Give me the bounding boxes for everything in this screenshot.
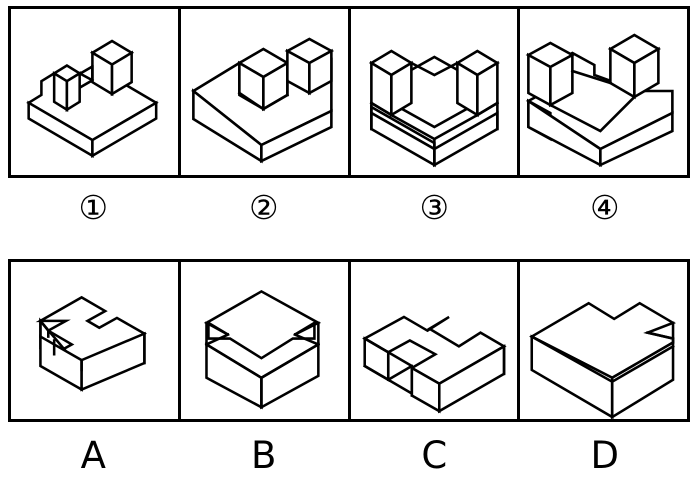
answer-panel-a[interactable] xyxy=(11,262,181,419)
figure-label-4: ④ xyxy=(589,187,620,227)
answer-label-b: B xyxy=(251,433,277,477)
answer-panel-d[interactable] xyxy=(520,262,687,419)
figure-stepped-block-with-two-cubes xyxy=(26,39,159,158)
figure-panel-2[interactable] xyxy=(180,9,351,175)
panel-strip-bottom xyxy=(8,259,690,422)
figure-notched-slab-view-c xyxy=(361,315,507,414)
answer-label-a: A xyxy=(80,433,106,477)
figure-labels-top: ① ② ③ ④ xyxy=(8,181,690,233)
figure-slab-with-two-adjacent-cubes xyxy=(190,37,334,164)
figure-panel-4[interactable] xyxy=(520,9,687,175)
figure-panel-3[interactable] xyxy=(350,9,521,175)
answer-panel-c[interactable] xyxy=(350,262,521,419)
figure-u-shaped-block-two-prongs xyxy=(368,49,500,168)
figure-notched-slab-view-b xyxy=(203,289,321,410)
figure-panel-1[interactable] xyxy=(11,9,181,175)
figure-row-top xyxy=(8,6,690,178)
answer-label-d: D xyxy=(590,433,620,477)
panel-strip-top xyxy=(8,6,690,178)
answer-row-bottom xyxy=(8,259,690,422)
figure-label-3: ③ xyxy=(419,187,450,227)
figure-notched-slab-view-d xyxy=(529,301,677,419)
figure-label-1: ① xyxy=(78,187,109,227)
figure-label-2: ② xyxy=(248,187,279,227)
answer-labels-bottom: A B C D xyxy=(8,426,690,484)
figure-slab-with-two-separated-cubes xyxy=(525,33,674,168)
answer-panel-b[interactable] xyxy=(180,262,351,419)
answer-label-c: C xyxy=(421,433,448,477)
figure-notched-slab-view-a xyxy=(35,295,147,392)
